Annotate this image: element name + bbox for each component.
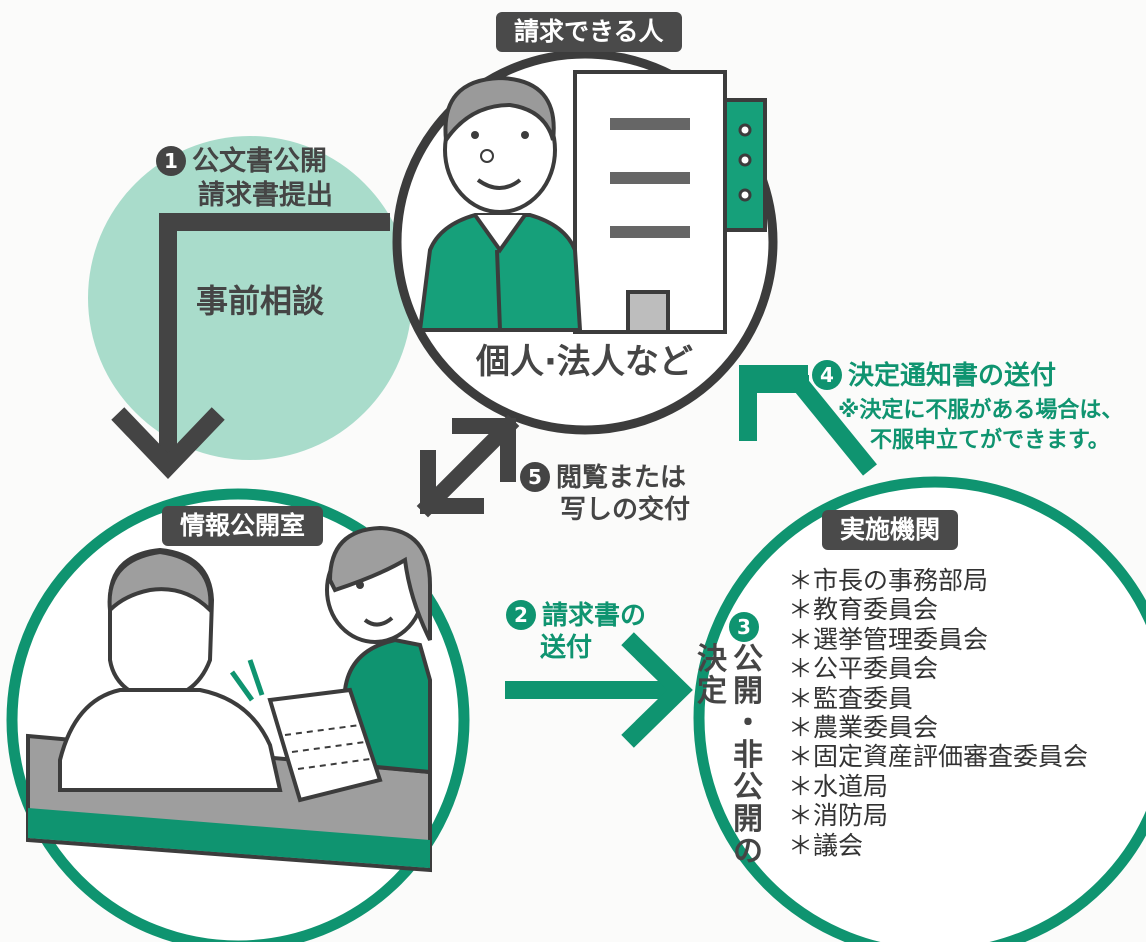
step3-char: 公: [733, 642, 763, 677]
step1-line2: 請求書提出: [198, 180, 333, 211]
office-label: 情報公開室: [162, 506, 324, 546]
agency-circle: [693, 476, 1146, 942]
step3-number-col: 3: [726, 612, 762, 642]
requester-label: 請求できる人: [496, 12, 682, 52]
step2-line2: 送付: [540, 633, 593, 663]
agency-list-item: ＊水道局: [788, 771, 889, 801]
building-icon: [573, 70, 767, 334]
step2-number: 2: [506, 600, 536, 630]
step4-title: 決定通知書の送付: [848, 361, 1057, 391]
step3-char: 公: [733, 770, 763, 805]
step5-number: 5: [520, 462, 550, 492]
step3-char: 開: [733, 802, 763, 837]
agency-list-item: ＊教育委員会: [788, 595, 939, 625]
step5-title: 閲覧または: [556, 463, 687, 493]
agency-list-item: ＊消防局: [788, 801, 889, 831]
step3-char: の: [733, 834, 763, 869]
agency-list-item: ＊選挙管理委員会: [788, 624, 989, 654]
agency-list-item: ＊監査委員: [788, 683, 914, 713]
agency-list-item: ＊議会: [788, 830, 864, 860]
agency-list-item: ＊固定資産評価審査委員会: [788, 742, 1089, 772]
agency-list-item: ＊公平委員会: [788, 654, 939, 684]
step5-line2: 写しの交付: [560, 495, 691, 525]
arrow-view-or-copy: [416, 414, 520, 518]
step2-title: 請求書の: [542, 601, 647, 631]
arrow-decision-notice-shaft: [793, 378, 877, 476]
step3-char: 決: [697, 642, 727, 677]
agency-list-item: ＊市長の事務部局: [788, 566, 989, 595]
step4-number: 4: [812, 360, 842, 390]
arrow-decision-notice-head: [739, 375, 809, 441]
requester-caption: 個人·法人など: [476, 342, 693, 382]
step3-char: 開: [733, 674, 763, 709]
step3-char: 定: [697, 674, 727, 709]
step4-note1: ※決定に不服がある場合は、: [838, 398, 1124, 423]
step1-title: 公文書公開: [192, 146, 327, 177]
consultation-label: 事前相談: [196, 282, 325, 320]
step3-col-sub: 決定: [694, 644, 730, 708]
step3-col-main: 公開・非公開の: [730, 644, 766, 868]
agency-list-item: ＊農業委員会: [788, 713, 939, 743]
agency-label: 実施機関: [822, 510, 959, 550]
step3-number: 3: [729, 612, 759, 642]
office-scene-icon: [26, 525, 432, 873]
step1-number: 1: [156, 146, 186, 176]
agency-list: ＊市長の事務部局＊教育委員会＊選挙管理委員会＊公平委員会＊監査委員＊農業委員会＊…: [788, 566, 1088, 860]
step3-char: 非: [733, 738, 763, 773]
step3-char: ・: [733, 706, 763, 741]
step4-note2: 不服申立てができます。: [870, 428, 1110, 453]
arrow-forward-request: [505, 632, 693, 748]
arrow-submit-request: [111, 213, 390, 480]
requester-person-icon: [417, 75, 583, 332]
